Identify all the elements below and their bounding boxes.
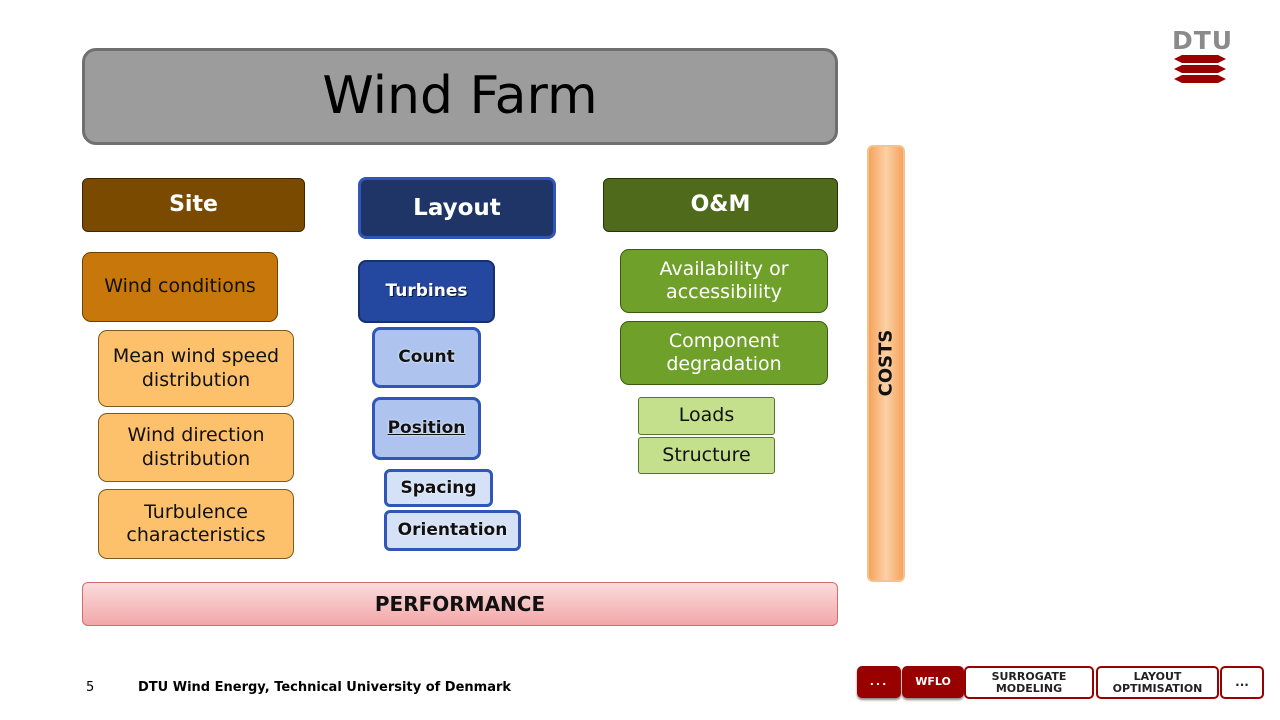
layout-header: Layout <box>358 177 556 239</box>
costs-label: COSTS <box>875 329 897 397</box>
performance-bar: PERFORMANCE <box>82 582 838 626</box>
count-box: Count <box>372 327 481 388</box>
spacing-box: Spacing <box>384 469 493 507</box>
nav-button-previous[interactable]: ... <box>857 666 901 698</box>
nav-button-layout-optimisation[interactable]: LAYOUT OPTIMISATION <box>1096 666 1219 699</box>
om-header: O&M <box>603 178 838 232</box>
mean-wind-speed-box: Mean wind speed distribution <box>98 330 294 407</box>
position-box[interactable]: Position <box>372 397 481 460</box>
dtu-logo: DTU <box>1172 26 1234 86</box>
dtu-logo-icon <box>1174 55 1226 83</box>
wind-farm-title: Wind Farm <box>82 48 838 145</box>
structure-box: Structure <box>638 437 775 474</box>
turbines-box: Turbines <box>358 260 495 323</box>
loads-box: Loads <box>638 397 775 435</box>
nav-button-more[interactable]: ... <box>1220 666 1264 699</box>
orientation-box: Orientation <box>384 510 521 551</box>
component-degradation-box: Component degradation <box>620 321 828 385</box>
dtu-logo-text: DTU <box>1172 26 1234 55</box>
wind-direction-box: Wind direction distribution <box>98 413 294 482</box>
nav-button-surrogate-modeling[interactable]: SURROGATE MODELING <box>964 666 1094 699</box>
nav-button-wflo[interactable]: WFLO <box>902 666 964 698</box>
costs-bar <box>867 145 905 582</box>
footer-text: DTU Wind Energy, Technical University of… <box>138 680 512 695</box>
turbulence-box: Turbulence characteristics <box>98 489 294 559</box>
availability-box: Availability or accessibility <box>620 249 828 313</box>
wind-conditions-box: Wind conditions <box>82 252 278 322</box>
site-header: Site <box>82 178 305 232</box>
page-number: 5 <box>86 680 95 695</box>
